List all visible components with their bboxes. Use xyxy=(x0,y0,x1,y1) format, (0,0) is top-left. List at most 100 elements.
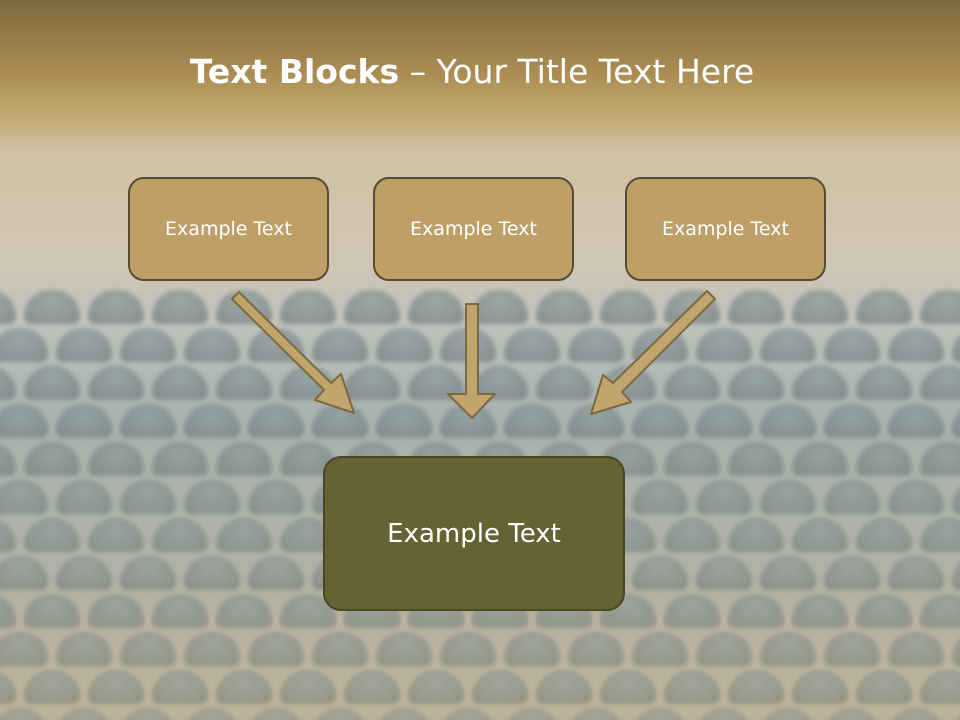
background-bead xyxy=(56,480,112,514)
background-bead xyxy=(856,518,912,552)
background-bead xyxy=(440,708,496,720)
background-bead xyxy=(792,442,848,476)
background-bead xyxy=(696,556,752,590)
background-bead xyxy=(120,632,176,666)
background-bead xyxy=(248,404,304,438)
background-bead xyxy=(376,632,432,666)
background-bead xyxy=(504,708,560,720)
background-bead xyxy=(952,404,960,438)
background-bead xyxy=(824,328,880,362)
background-bead xyxy=(696,404,752,438)
arrow-center xyxy=(447,303,496,419)
target-block-label: Example Text xyxy=(387,518,561,549)
background-bead xyxy=(472,290,528,324)
text-block-3[interactable]: Example Text xyxy=(625,177,826,281)
target-block[interactable]: Example Text xyxy=(323,456,625,611)
background-bead xyxy=(792,594,848,628)
background-bead xyxy=(760,404,816,438)
background-bead xyxy=(152,442,208,476)
text-block-2[interactable]: Example Text xyxy=(373,177,574,281)
background-bead xyxy=(856,366,912,400)
background-bead xyxy=(696,708,752,720)
background-bead xyxy=(824,708,880,720)
background-bead xyxy=(504,632,560,666)
background-bead xyxy=(312,632,368,666)
background-bead xyxy=(568,708,624,720)
background-bead xyxy=(152,290,208,324)
background-bead xyxy=(856,670,912,704)
background-bead xyxy=(728,290,784,324)
background-bead xyxy=(792,670,848,704)
text-block-1[interactable]: Example Text xyxy=(128,177,329,281)
background-bead xyxy=(952,480,960,514)
background-bead xyxy=(24,670,80,704)
background-bead xyxy=(888,708,944,720)
background-bead xyxy=(760,708,816,720)
background-bead xyxy=(216,518,272,552)
background-bead xyxy=(56,404,112,438)
background-bead xyxy=(760,328,816,362)
background-bead xyxy=(248,480,304,514)
background-bead xyxy=(184,708,240,720)
background-bead xyxy=(888,556,944,590)
background-bead xyxy=(952,632,960,666)
background-bead xyxy=(632,708,688,720)
background-bead xyxy=(280,670,336,704)
background-bead xyxy=(472,670,528,704)
background-bead xyxy=(344,366,400,400)
background-bead xyxy=(696,328,752,362)
background-bead xyxy=(152,594,208,628)
background-bead xyxy=(88,518,144,552)
background-bead xyxy=(88,442,144,476)
background-bead xyxy=(184,328,240,362)
background-bead xyxy=(696,632,752,666)
background-bead xyxy=(88,366,144,400)
background-bead xyxy=(536,290,592,324)
background-bead xyxy=(152,670,208,704)
background-bead xyxy=(312,404,368,438)
background-bead xyxy=(376,708,432,720)
background-bead xyxy=(728,670,784,704)
background-bead xyxy=(280,290,336,324)
background-bead xyxy=(24,518,80,552)
background-bead xyxy=(728,518,784,552)
background-bead xyxy=(888,404,944,438)
background-bead xyxy=(408,290,464,324)
background-bead xyxy=(216,594,272,628)
background-bead xyxy=(152,518,208,552)
background-bead xyxy=(184,632,240,666)
background-bead xyxy=(728,594,784,628)
background-bead xyxy=(664,442,720,476)
background-bead xyxy=(632,480,688,514)
background-bead xyxy=(88,290,144,324)
background-bead xyxy=(56,708,112,720)
background-bead xyxy=(664,518,720,552)
background-bead xyxy=(184,556,240,590)
background-bead xyxy=(120,404,176,438)
background-bead xyxy=(216,670,272,704)
background-bead xyxy=(728,366,784,400)
background-bead xyxy=(216,442,272,476)
background-bead xyxy=(664,594,720,628)
background-bead xyxy=(120,480,176,514)
background-bead xyxy=(184,480,240,514)
text-block-2-label: Example Text xyxy=(410,218,537,240)
background-bead xyxy=(600,670,656,704)
background-bead xyxy=(248,708,304,720)
background-bead xyxy=(184,404,240,438)
background-bead xyxy=(504,404,560,438)
background-bead xyxy=(120,708,176,720)
background-bead xyxy=(312,708,368,720)
background-bead xyxy=(536,366,592,400)
background-bead xyxy=(312,328,368,362)
background-bead xyxy=(344,670,400,704)
background-bead xyxy=(760,632,816,666)
background-bead xyxy=(792,290,848,324)
background-bead xyxy=(824,480,880,514)
background-bead xyxy=(856,442,912,476)
background-bead xyxy=(56,556,112,590)
background-bead xyxy=(792,366,848,400)
background-bead xyxy=(568,328,624,362)
background-bead xyxy=(248,632,304,666)
